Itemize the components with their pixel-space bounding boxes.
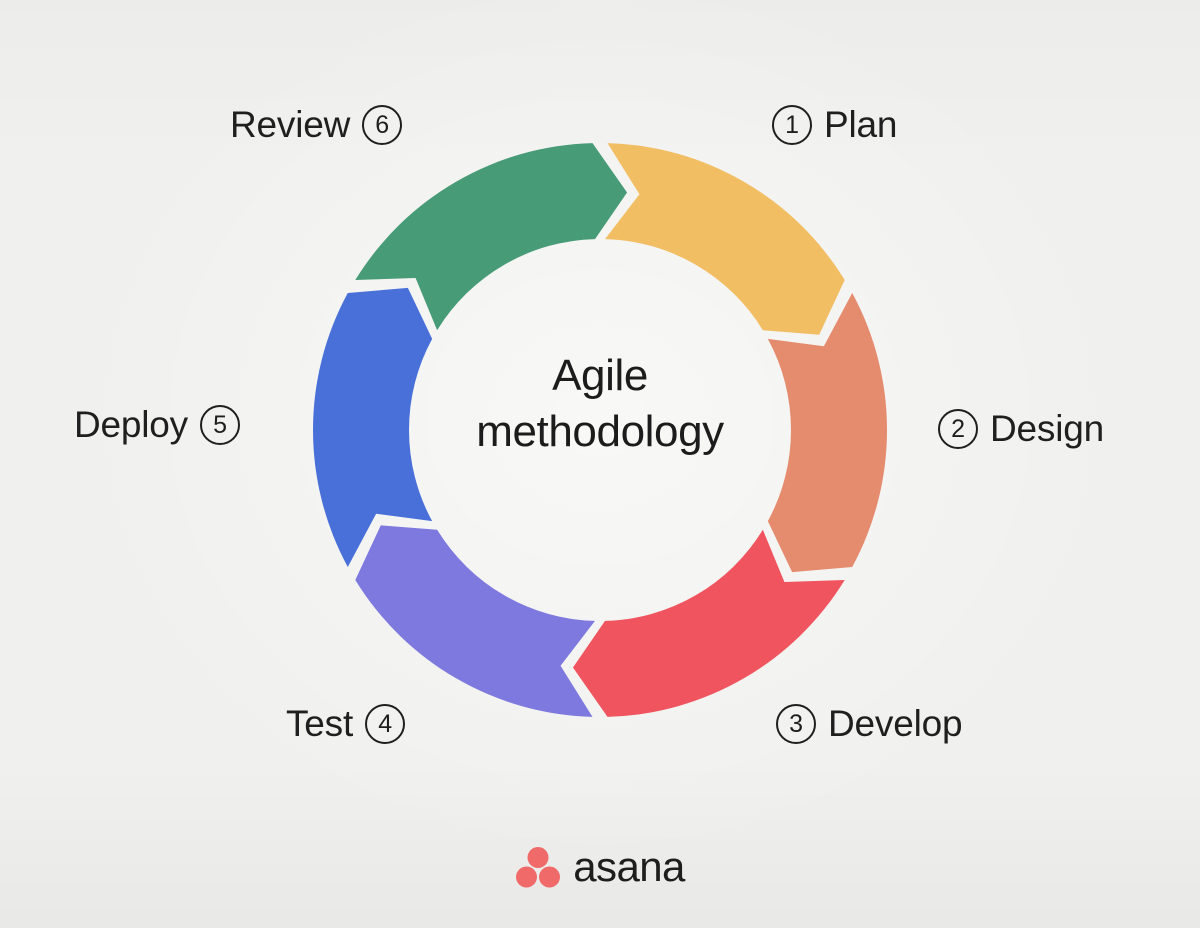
ring-segment-review[interactable] [355, 143, 628, 331]
ring-segment-develop[interactable] [572, 529, 845, 717]
ring-segment-plan[interactable] [605, 143, 845, 335]
ring-segment-design[interactable] [767, 293, 887, 573]
step-label-text-design: Design [990, 408, 1104, 449]
asana-logo-icon [516, 847, 561, 888]
step-label-plan[interactable]: 1 Plan [772, 104, 897, 146]
step-label-deploy[interactable]: Deploy 5 [74, 404, 240, 446]
step-label-text-develop: Develop [828, 703, 963, 744]
ring-segment-deploy[interactable] [313, 287, 433, 567]
step-label-design[interactable]: 2 Design [938, 408, 1104, 450]
ring-segment-test[interactable] [355, 525, 595, 717]
step-label-text-test: Test [286, 703, 354, 744]
asana-branding: asana [0, 846, 1200, 888]
center-title: Agile methodology [420, 348, 780, 461]
step-number-badge-6: 6 [362, 105, 403, 145]
step-number-badge-5: 5 [199, 405, 240, 445]
center-title-line-2: methodology [476, 407, 724, 457]
step-label-text-review: Review [230, 104, 351, 145]
step-label-text-plan: Plan [824, 104, 898, 145]
asana-wordmark: asana [573, 843, 685, 890]
step-label-text-deploy: Deploy [74, 404, 188, 445]
step-number-badge-2: 2 [938, 409, 978, 449]
step-number-badge-1: 1 [772, 105, 812, 145]
step-number-badge-4: 4 [365, 704, 406, 744]
step-label-test[interactable]: Test 4 [286, 703, 406, 745]
step-label-develop[interactable]: 3 Develop [776, 703, 963, 745]
ring-segments [313, 143, 887, 717]
center-title-line-1: Agile [552, 351, 648, 400]
step-number-badge-3: 3 [776, 704, 816, 744]
step-label-review[interactable]: Review 6 [230, 104, 403, 146]
